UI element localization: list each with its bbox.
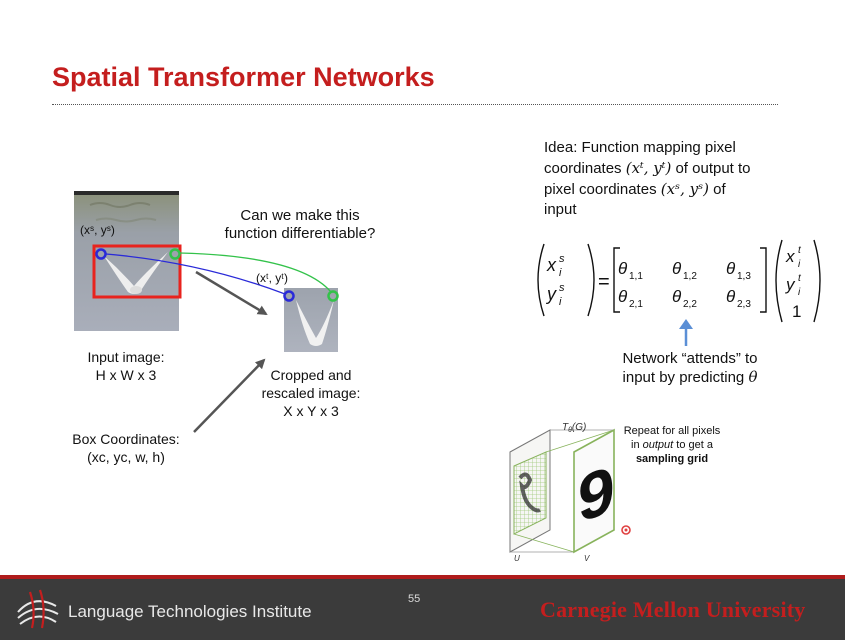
- repeat-line-3: sampling grid: [635, 453, 709, 465]
- box-label-line-2: (xc, yc, w, h): [87, 449, 165, 465]
- idea-line-2: coordinates (xᵗ, yᵗ) of output to: [544, 158, 794, 179]
- sampling-grid-figure: 9 Tθ(G) U V: [509, 422, 631, 563]
- rhs-x-sup: t: [798, 245, 802, 256]
- title-divider: [52, 104, 778, 105]
- theta-22-sub: 2,2: [683, 299, 697, 310]
- source-coord-label: (xˢ, yˢ): [80, 223, 115, 237]
- lhs-x: x: [546, 255, 557, 275]
- input-label-line-1: Input image:: [87, 349, 165, 365]
- idea-line-2-post: of output to: [671, 160, 751, 177]
- footer-bar: [0, 575, 845, 640]
- idea-line-1: Idea: Function mapping pixel: [544, 139, 736, 156]
- projection-line: [545, 429, 615, 453]
- v-label: V: [584, 554, 590, 563]
- theta-23: θ: [726, 287, 736, 306]
- target-marker-blue: [283, 290, 295, 302]
- idea-line-3-math: (xˢ, yˢ): [660, 180, 710, 198]
- repeat-line-2: in output to get a: [616, 438, 728, 452]
- crop-arrow: [195, 270, 268, 316]
- question-line-2: function differentiable?: [224, 225, 376, 242]
- target-marker-green: [327, 290, 339, 302]
- theta-11: θ: [618, 259, 628, 278]
- idea-line-2-pre: coordinates: [544, 160, 626, 177]
- differentiable-question: Can we make this function differentiable…: [210, 207, 390, 243]
- lti-logo-icon: [17, 589, 59, 629]
- footer-accent: [0, 575, 845, 579]
- attends-line-2-math: θ: [748, 368, 758, 386]
- idea-text: Idea: Function mapping pixel coordinates…: [544, 138, 794, 220]
- output-label-line-2: rescaled image:: [261, 385, 361, 401]
- idea-line-3-pre: pixel coordinates: [544, 181, 661, 198]
- theta-13-sub: 1,3: [737, 271, 751, 282]
- affine-equation: x s i y s i = θ 1,1 θ 1,2 θ 1,3 θ 2,1 θ …: [537, 239, 821, 323]
- attend-arrow: [679, 319, 693, 346]
- mapping-curve-blue: [105, 253, 286, 295]
- rhs-y-sub: i: [798, 287, 801, 298]
- grid-label: Tθ(G): [562, 422, 586, 434]
- theta-22: θ: [672, 287, 682, 306]
- output-label-line-1: Cropped and: [270, 367, 352, 383]
- rhs-y-sup: t: [798, 273, 802, 284]
- pixel-marker-dot: [624, 528, 628, 532]
- rhs-x-sub: i: [798, 259, 801, 270]
- idea-line-3-post: of: [709, 181, 726, 198]
- theta-23-sub: 2,3: [737, 299, 751, 310]
- repeat-caption: Repeat for all pixels in output to get a…: [616, 424, 728, 466]
- lhs-y: y: [545, 284, 557, 304]
- lhs-y-sub: i: [559, 296, 562, 308]
- theta-21-sub: 2,1: [629, 299, 643, 310]
- attends-line-2-pre: input by predicting: [622, 369, 749, 386]
- equals-sign: =: [598, 271, 610, 293]
- rhs-x: x: [785, 247, 795, 266]
- box-coordinates-label: Box Coordinates: (xc, yc, w, h): [66, 430, 186, 466]
- source-marker-green: [169, 248, 181, 260]
- repeat-line-2-post: to get a: [673, 439, 713, 451]
- theta-13: θ: [726, 259, 736, 278]
- pixel-marker: [621, 525, 631, 535]
- repeat-line-2-em: output: [642, 439, 674, 451]
- rhs-y: y: [785, 275, 796, 294]
- slide-title: Spatial Transformer Networks: [52, 62, 435, 92]
- lhs-y-sup: s: [559, 282, 565, 294]
- box-coords-arrow: [193, 358, 266, 433]
- institute-name: Language Technologies Institute: [68, 602, 312, 621]
- university-name: Carnegie Mellon University: [540, 597, 806, 622]
- seagull-shape: [104, 252, 168, 294]
- page-number: 55: [408, 593, 421, 605]
- theta-12: θ: [672, 259, 682, 278]
- input-image-label: Input image: H x W x 3: [64, 348, 188, 384]
- lhs-x-sub: i: [559, 267, 562, 279]
- digit-nine: 9: [578, 452, 615, 537]
- box-label-line-1: Box Coordinates:: [72, 431, 180, 447]
- input-plane-u: [509, 429, 551, 553]
- lhs-x-sup: s: [559, 253, 565, 265]
- idea-line-4: input: [544, 201, 577, 218]
- source-marker-blue: [95, 248, 107, 260]
- theta-12-sub: 1,2: [683, 271, 697, 282]
- theta-21: θ: [618, 287, 628, 306]
- rhs-one: 1: [792, 302, 801, 321]
- target-coord-label: (xᵗ, yᵗ): [256, 271, 288, 285]
- u-label: U: [514, 554, 520, 563]
- output-image-label: Cropped and rescaled image: X x Y x 3: [250, 366, 372, 420]
- repeat-line-2-pre: in: [631, 439, 643, 451]
- theta-11-sub: 1,1: [629, 271, 643, 282]
- attends-line-1: Network “attends” to: [622, 350, 758, 367]
- bounding-box: [92, 244, 182, 299]
- idea-line-2-math: (xᵗ, yᵗ): [625, 159, 672, 177]
- output-label-line-3: X x Y x 3: [283, 403, 339, 419]
- idea-line-3: pixel coordinates (xˢ, yˢ) of: [544, 179, 794, 200]
- mapping-curve-green: [179, 252, 332, 293]
- question-line-1: Can we make this: [240, 207, 360, 224]
- attends-text: Network “attends” to input by predicting…: [580, 349, 800, 387]
- repeat-line-1: Repeat for all pixels: [623, 425, 721, 437]
- projection-line: [513, 533, 575, 553]
- attends-line-2: input by predicting θ: [580, 368, 800, 387]
- input-label-line-2: H x W x 3: [95, 367, 157, 383]
- output-plane-v: 9: [573, 428, 615, 554]
